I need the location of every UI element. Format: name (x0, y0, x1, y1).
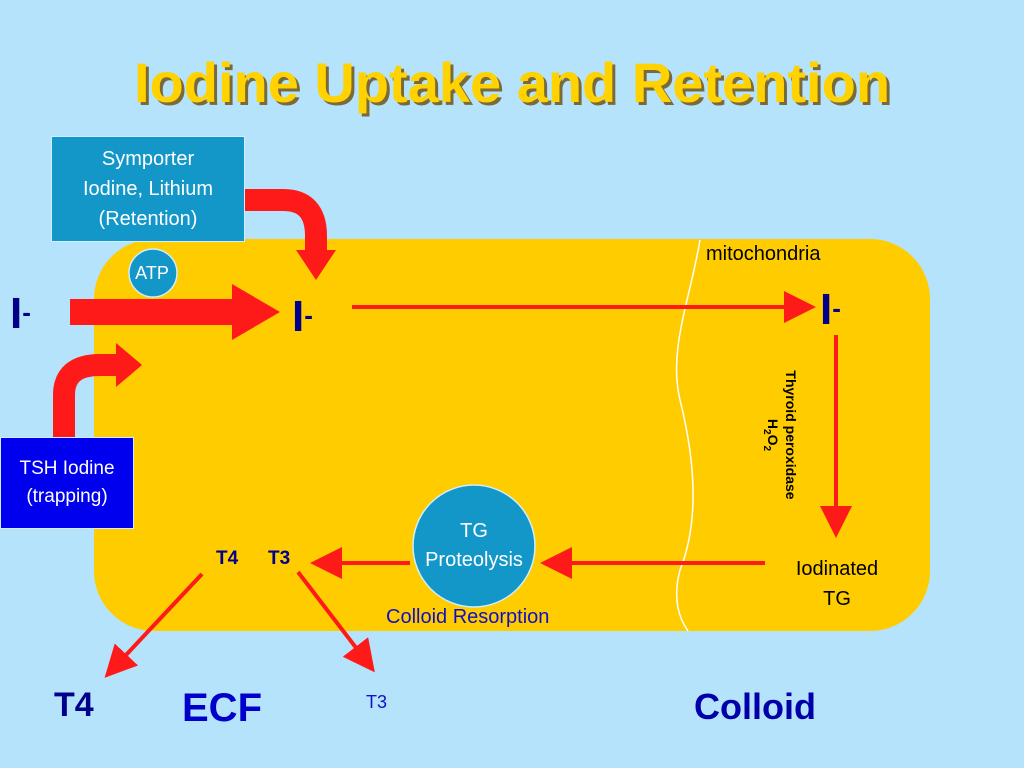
entry-arrow (70, 284, 280, 340)
tg-proteolysis-circle (412, 484, 536, 608)
colloid-label: Colloid (694, 686, 816, 727)
atp-label: ATP (135, 263, 169, 283)
iodide-extracellular: I- (10, 289, 31, 338)
iodide-intracellular: I- (292, 292, 313, 341)
thyroid-peroxidase-text: Thyroid peroxidase (783, 370, 799, 500)
colloid-resorption-label: Colloid Resorption (386, 606, 550, 628)
symporter-arrow (242, 189, 336, 280)
symporter-line2: Iodine, Lithium (82, 178, 214, 200)
tg-proteolysis-label: TG Proteolysis (425, 520, 523, 571)
t3-release-arrow (296, 570, 375, 673)
t3-outer-label: T3 (366, 692, 388, 712)
peroxidase-label: Thyroid peroxidase H2O2 (760, 350, 800, 520)
ecf-label: ECF (182, 686, 262, 730)
h2o2-text: H2O2 (761, 418, 781, 452)
symporter-box: Symporter Iodine, Lithium (Retention) (51, 136, 245, 242)
tsh-box: TSH Iodine (trapping) (0, 437, 134, 529)
atp-circle (128, 248, 178, 298)
iodide-colloid: I- (820, 285, 841, 334)
t4-inner-label: T4 (216, 548, 239, 569)
symporter-line1: Symporter (101, 148, 195, 170)
iodinated-tg-label: Iodinated TG (795, 558, 879, 610)
t4-outer-label: T4 (54, 686, 94, 724)
colloid-membrane (675, 239, 701, 632)
t3-inner-label: T3 (268, 548, 291, 569)
t4-release-arrow (104, 572, 204, 678)
mitochondria-label: mitochondria (706, 243, 821, 265)
page-title: Iodine Uptake and Retention (133, 51, 891, 114)
tsh-line2: (trapping) (26, 486, 108, 507)
tsh-arrow (53, 343, 142, 438)
symporter-line3: (Retention) (98, 208, 198, 230)
tsh-line1: TSH Iodine (19, 458, 115, 479)
